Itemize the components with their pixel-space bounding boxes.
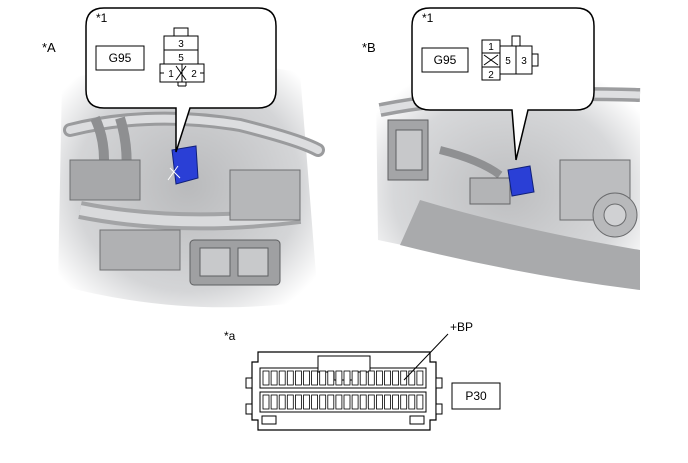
pin-cavity: [294, 394, 302, 410]
pin-cavity: [278, 394, 286, 410]
pin-cavity: [416, 370, 424, 386]
pin-cavity: [319, 370, 327, 386]
view-b-photo: [376, 72, 641, 290]
view-a-label: *A: [42, 40, 56, 55]
callout-a-connector-code: G95: [109, 51, 132, 65]
pin-cavity: [359, 370, 367, 386]
pin-cavity: [303, 394, 310, 410]
pin-cavity: [286, 370, 294, 386]
pin-cavity: [311, 394, 319, 410]
pin-cavity: [286, 394, 294, 410]
pin-cavity: [408, 394, 416, 410]
ecu-marker: *a: [224, 329, 236, 343]
pin-cavity: [351, 370, 359, 386]
pin-cavity: [384, 394, 391, 410]
pin-cavity: [400, 370, 408, 386]
pin-b-1: 1: [488, 42, 494, 53]
pin-cavity: [262, 370, 270, 386]
pin-cavity: [416, 394, 424, 410]
callout-a-code-box: [95, 45, 145, 71]
pin-cavity: [327, 394, 335, 410]
pin-cavity: [392, 370, 400, 386]
pin-cavity: [262, 394, 270, 410]
view-a-photo: [58, 63, 325, 308]
pin-cavity: [351, 394, 359, 410]
pin-cavity: [327, 370, 335, 386]
pin-diagram-a: [159, 27, 205, 87]
bp-leader-line: [403, 333, 449, 381]
pin-cavity: [392, 394, 400, 410]
callout-b: [411, 7, 595, 161]
callout-a-marker: *1: [96, 11, 108, 25]
pin-cavity: [335, 394, 343, 410]
pin-cavity: [343, 370, 351, 386]
pin-cavity: [359, 394, 367, 410]
callout-b-code-box: [421, 47, 469, 73]
pin-diagram-b: [481, 35, 539, 81]
pin-cavity: [311, 370, 319, 386]
pin-cavity: [367, 394, 375, 410]
pin-b-2: 2: [488, 70, 494, 81]
pin-cavity: [367, 370, 375, 386]
pin-a-2: 2: [191, 69, 197, 80]
ecu-code-box: [451, 382, 501, 410]
pin-cavity: [400, 394, 408, 410]
ecu-connector-code: P30: [465, 389, 487, 403]
callout-b-marker: *1: [422, 11, 434, 25]
pin-cavity: [384, 370, 391, 386]
bp-terminal-label: +BP: [450, 320, 473, 334]
pin-a-1: 1: [168, 69, 174, 80]
pin-a-5: 5: [178, 53, 184, 64]
pin-cavity: [375, 370, 383, 386]
pin-cavity: [278, 370, 286, 386]
pin-cavity: [303, 370, 310, 386]
pin-cavity: [319, 394, 327, 410]
pin-a-3: 3: [178, 39, 184, 50]
callout-b-connector-code: G95: [434, 53, 457, 67]
view-b-label: *B: [362, 40, 376, 55]
pin-cavity: [343, 394, 351, 410]
pin-cavity: [408, 370, 416, 386]
pin-b-5: 5: [505, 56, 511, 67]
pin-cavity: [375, 394, 383, 410]
pin-cavity: [270, 370, 278, 386]
pin-cavity: [270, 394, 278, 410]
ecu-connector-drawing: [245, 351, 443, 431]
pin-b-3: 3: [521, 56, 527, 67]
pin-cavity: [294, 370, 302, 386]
pin-cavity: [335, 370, 343, 386]
